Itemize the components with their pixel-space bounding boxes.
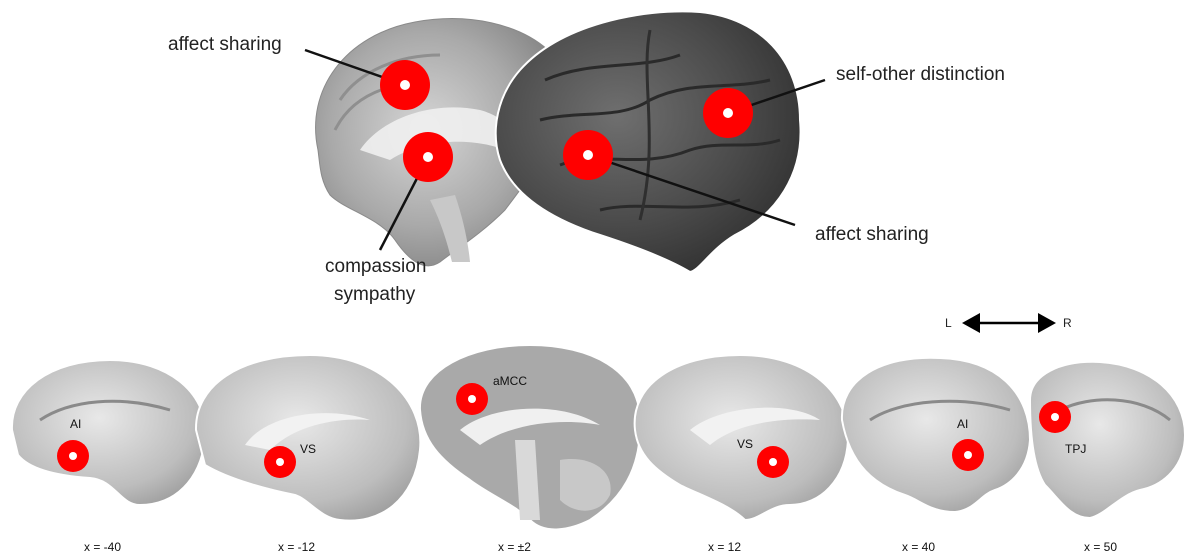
marker-affect-sharing-medial	[380, 60, 430, 110]
region-label-tpj: TPJ	[1065, 442, 1086, 456]
region-label-vs-right: VS	[737, 437, 753, 451]
x-label-slice-2: x = -12	[278, 540, 315, 554]
region-label-ai-left: AI	[70, 417, 81, 431]
label-self-other-distinction: self-other distinction	[836, 64, 1005, 85]
label-affect-sharing-lateral: affect sharing	[815, 224, 929, 245]
slice-x-50: TPJ	[1030, 362, 1185, 518]
label-affect-sharing-medial: affect sharing	[168, 34, 282, 55]
region-label-amcc: aMCC	[493, 374, 527, 388]
slice-coordinate-labels: x = -40 x = -12 x = ±2 x = 12 x = 40 x =…	[84, 540, 1117, 554]
x-label-slice-1: x = -40	[84, 540, 121, 554]
marker-self-other	[703, 88, 753, 138]
x-label-slice-3: x = ±2	[498, 540, 531, 554]
x-label-slice-4: x = 12	[708, 540, 741, 554]
x-label-slice-5: x = 40	[902, 540, 935, 554]
slice-x-40: AI	[12, 360, 205, 505]
marker-compassion	[403, 132, 453, 182]
top-lateral-brain	[496, 11, 801, 272]
x-label-slice-6: x = 50	[1084, 540, 1117, 554]
region-label-ai-right: AI	[957, 417, 968, 431]
region-label-vs-left: VS	[300, 442, 316, 456]
marker-affect-sharing-lateral	[563, 130, 613, 180]
slice-x-12-left: VS	[196, 355, 420, 521]
orientation-indicator: L R	[945, 313, 1072, 333]
slice-x-40-right: AI	[842, 358, 1030, 512]
slice-x-2: aMCC	[420, 345, 640, 529]
slice-x-12-right: VS	[635, 355, 848, 520]
label-compassion: compassion	[325, 256, 426, 277]
orientation-right-label: R	[1063, 316, 1072, 330]
orientation-left-label: L	[945, 316, 952, 330]
label-sympathy: sympathy	[334, 284, 416, 305]
